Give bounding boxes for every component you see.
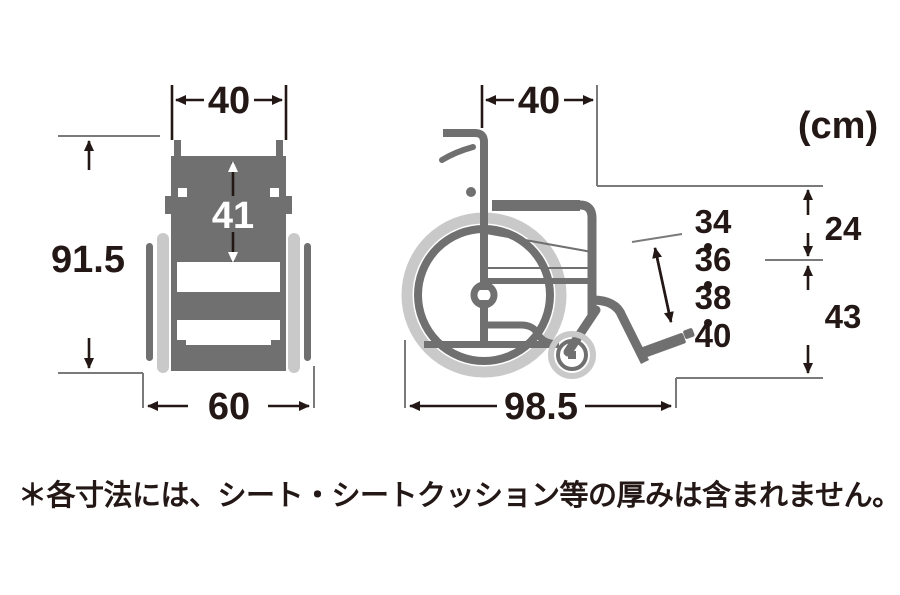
side-backrest-post (480, 140, 488, 290)
side-seat-sling (485, 232, 593, 253)
front-right-armrest-hole (270, 188, 279, 197)
front-right-tire (304, 243, 311, 361)
footrest-value-40: 40 (695, 317, 732, 354)
side-backrest-height-label: 24 (825, 210, 862, 247)
side-push-handle (443, 129, 488, 150)
front-width-dimension: 40 (170, 80, 288, 140)
side-caster-tire (556, 339, 588, 371)
side-caster-hub (568, 351, 576, 359)
side-caster-fork (563, 305, 601, 357)
front-overall-width-label: 60 (208, 386, 250, 428)
front-width-label: 40 (208, 80, 250, 122)
front-height-label: 91.5 (51, 239, 125, 281)
side-axle-bar (424, 341, 559, 348)
front-left-footplate-bracket (177, 340, 186, 352)
footrest-adjust-ext-line (631, 233, 683, 243)
front-height-dimension: 91.5 (51, 135, 160, 374)
front-left-handrim (157, 233, 169, 373)
footrest-value-34: 34 (695, 203, 732, 240)
side-seat-rail-lower (486, 278, 592, 284)
footnote-caption: ＊各寸法には、シート・シートクッション等の厚みは含まれません。 (18, 478, 900, 512)
front-left-tire (146, 243, 153, 361)
front-seat-width-dimension: 41 (212, 161, 254, 263)
front-right-handle-post (276, 140, 283, 162)
front-view-group: 40 91.5 41 60 (51, 80, 315, 428)
side-seat-depth-dimension: 40 (480, 80, 598, 186)
side-lower-post (480, 300, 488, 345)
footrest-value-36: 36 (695, 241, 732, 278)
front-seat-gap-upper (177, 262, 280, 292)
side-armrest-post (579, 200, 597, 295)
side-footplate (639, 333, 686, 359)
unit-label: (cm) (798, 105, 878, 147)
side-overall-length-label: 98.5 (504, 386, 578, 428)
side-brake-knob (466, 187, 476, 197)
side-caster-handrim (548, 331, 596, 379)
footrest-adjust-arrow-down (653, 247, 674, 323)
footrest-adjustment-group: 34 36 38 40 (631, 203, 732, 354)
front-right-handrim (288, 233, 300, 373)
front-left-armrest-hole (178, 188, 187, 197)
side-push-handle-grip (439, 144, 476, 163)
front-right-footplate (232, 350, 280, 358)
front-right-armrest-nub (284, 196, 292, 214)
side-overall-length-dimension: 98.5 (404, 340, 677, 428)
front-seat-width-label: 41 (212, 195, 254, 237)
side-lower-frame (486, 321, 560, 348)
front-seat-gap-lower (177, 320, 280, 345)
side-view-group: 40 98.5 34 36 38 40 (401, 80, 862, 428)
side-armrest-pad (492, 200, 580, 211)
side-vertical-dimensions: 24 43 (597, 185, 862, 379)
front-left-footplate (177, 350, 225, 358)
side-seat-height-label: 43 (825, 298, 862, 335)
front-overall-width-dimension: 60 (142, 366, 315, 428)
front-left-armrest-nub (165, 196, 173, 214)
front-wheelchair-body (146, 140, 311, 373)
side-footrest-hanger (591, 295, 650, 365)
footrest-separator-dot-2 (704, 281, 712, 289)
side-footplate-tip (683, 328, 695, 339)
footrest-value-38: 38 (695, 279, 732, 316)
footrest-separator-dot-3 (704, 319, 712, 327)
front-left-handle-post (174, 140, 181, 162)
footrest-separator-dot-1 (704, 243, 712, 251)
front-right-footplate-bracket (271, 340, 280, 352)
side-wheelchair-body (401, 129, 695, 379)
side-seat-depth-label: 40 (518, 80, 560, 122)
